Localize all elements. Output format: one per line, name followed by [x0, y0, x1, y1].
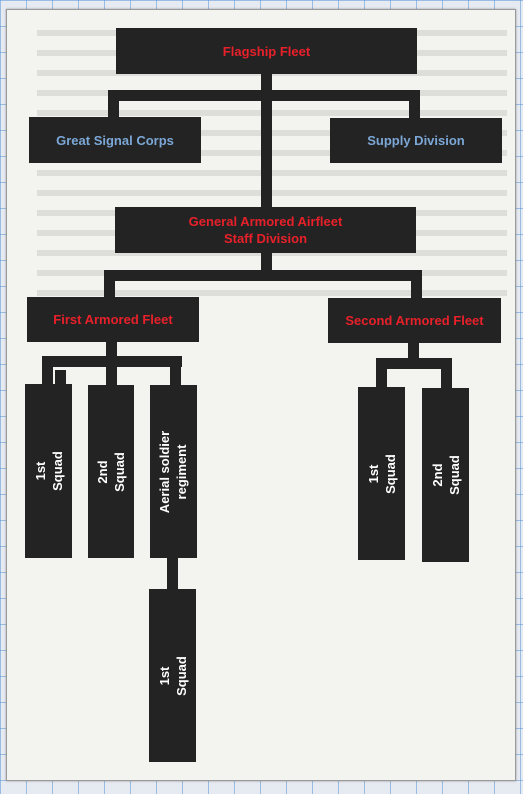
staff-division-box: General Armored Airfleet Staff Division	[115, 207, 416, 253]
supply-division-label: Supply Division	[367, 133, 465, 148]
regiment-first-squad-label: 1st Squad	[156, 655, 189, 696]
aerial-soldier-regiment-box: Aerial soldier regiment	[150, 385, 197, 558]
second-squad-b-label: 2nd Squad	[429, 455, 462, 495]
connector-staff-down	[261, 250, 272, 275]
aerial-soldier-regiment-label: Aerial soldier regiment	[157, 430, 190, 513]
first-squad-a-label: 1st Squad	[32, 451, 65, 491]
connector-second-fleet-down	[408, 342, 419, 362]
flagship-fleet-box: Flagship Fleet	[116, 28, 417, 74]
first-squad-b-label: 1st Squad	[365, 453, 398, 494]
connector-to-first-squad-a	[42, 356, 53, 386]
first-armored-fleet-label: First Armored Fleet	[53, 312, 173, 327]
first-armored-fleet-box: First Armored Fleet	[27, 297, 199, 342]
staff-division-label-line1: General Armored Airfleet	[188, 214, 343, 229]
connector-to-first-squad-b	[376, 358, 387, 390]
second-squad-a-box: 2nd Squad	[88, 385, 134, 558]
connector-to-signal	[108, 90, 119, 120]
first-squad-a-box: 1st Squad	[25, 384, 72, 558]
connector-to-supply	[409, 90, 420, 120]
supply-division-box: Supply Division	[330, 118, 502, 163]
connector-regiment-down	[167, 555, 178, 591]
connector-to-aerial-regiment	[170, 356, 181, 386]
flagship-fleet-label: Flagship Fleet	[222, 43, 311, 59]
connector-to-second-squad-b	[441, 358, 452, 390]
second-armored-fleet-label: Second Armored Fleet	[345, 313, 484, 328]
connector-to-second-fleet	[411, 270, 422, 300]
second-armored-fleet-box: Second Armored Fleet	[328, 298, 501, 343]
staff-division-label-line2: Staff Division	[223, 231, 308, 246]
connector-first-fleet-down	[106, 340, 117, 360]
connector-fleet-horizontal	[104, 270, 422, 281]
second-squad-a-label: 2nd Squad	[94, 451, 127, 492]
great-signal-corps-label: Great Signal Corps	[56, 132, 174, 148]
connector-to-staff	[261, 90, 272, 210]
connector-flagship-down	[261, 72, 272, 92]
first-squad-b-box: 1st Squad	[358, 387, 405, 560]
great-signal-corps-box: Great Signal Corps	[29, 117, 201, 163]
connector-to-second-squad-a	[106, 356, 117, 386]
connector-first-squad-a-inner	[55, 370, 66, 386]
second-squad-b-box: 2nd Squad	[422, 388, 469, 562]
regiment-first-squad-box: 1st Squad	[149, 589, 196, 762]
connector-to-first-fleet	[104, 270, 115, 298]
connector-second-squads-horizontal	[376, 358, 452, 369]
